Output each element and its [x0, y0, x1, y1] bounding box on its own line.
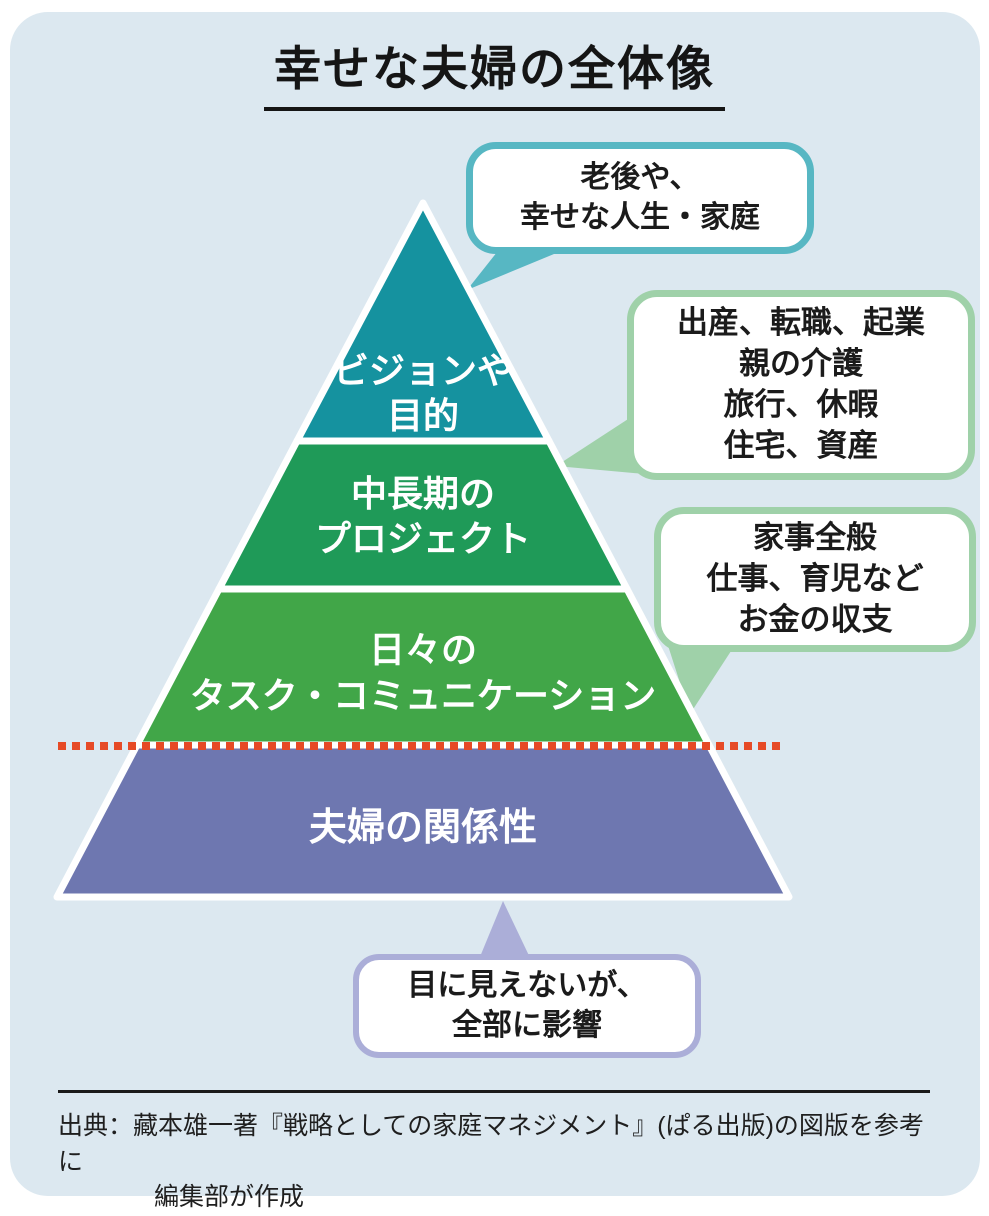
- callout-retirement: 老後や、 幸せな人生・家庭: [466, 142, 814, 254]
- callout-life-events-tail: [556, 408, 645, 474]
- pyramid-layer-relationship: [53, 741, 793, 901]
- callout-relationship-line1: 目に見えないが、: [407, 969, 647, 1003]
- callout-relationship-line2: 全部に影響: [452, 1009, 602, 1042]
- label-projects-line2: プロジェクト: [315, 518, 531, 559]
- callout-life-events-line4: 住宅、資産: [723, 427, 879, 463]
- callout-daily-life-line1: 家事全般: [753, 520, 877, 556]
- callout-daily-life-line3: お金の収支: [737, 601, 893, 637]
- label-relationship: 夫婦の関係性: [309, 807, 537, 849]
- callout-retirement-line2: 幸せな人生・家庭: [520, 201, 760, 234]
- page-title: 幸せな夫婦の全体像: [264, 30, 725, 111]
- callout-life-events: 出産、転職、起業 親の介護 旅行、休暇 住宅、資産: [627, 290, 975, 480]
- callout-life-events-line3: 旅行、休暇: [723, 387, 879, 422]
- callout-retirement-line1: 老後や、: [580, 161, 700, 195]
- source-note: 出典：藏本雄一著『戦略としての家庭マネジメント』(ぱる出版)の図版を参考に 編集…: [58, 1090, 930, 1216]
- label-daily-tasks-line1: 日々の: [369, 629, 477, 670]
- callout-relationship: 目に見えないが、 全部に影響: [353, 954, 701, 1058]
- callout-daily-life-line2: 仕事、育児など: [706, 561, 924, 597]
- callout-daily-life: 家事全般 仕事、育児など お金の収支: [654, 507, 976, 652]
- label-daily-tasks-line2: タスク・コミュニケーション: [190, 675, 657, 716]
- callout-life-events-line1: 出産、転職、起業: [677, 305, 925, 341]
- source-line2: 編集部が作成: [154, 1183, 305, 1211]
- label-projects-line1: 中長期の: [351, 473, 495, 514]
- callout-relationship-tail: [477, 901, 533, 964]
- source-line1: 出典：藏本雄一著『戦略としての家庭マネジメント』(ぱる出版)の図版を参考に: [58, 1112, 924, 1176]
- label-vision-line2: 目的: [387, 395, 459, 436]
- title-wrap: 幸せな夫婦の全体像: [0, 30, 989, 111]
- label-vision-line1: ビジョンや: [333, 350, 513, 391]
- callout-life-events-line2: 親の介護: [739, 346, 863, 382]
- callout-retirement-tail: [467, 242, 583, 290]
